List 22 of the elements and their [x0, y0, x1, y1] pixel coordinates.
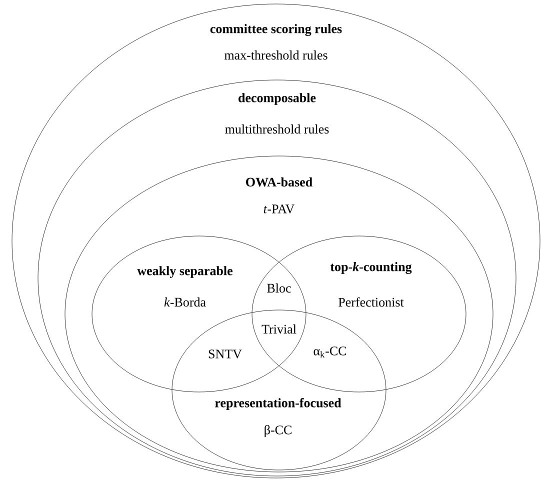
set-title: OWA-based [246, 177, 312, 187]
set-ellipse [12, 4, 540, 478]
rule-name: Perfectionist [338, 297, 404, 307]
rule-name: multithreshold rules [225, 124, 329, 134]
set-title: representation-focused [215, 398, 342, 410]
set-ellipse [252, 236, 466, 392]
rule-name: k-Borda [164, 297, 206, 307]
set-ellipse [38, 80, 516, 476]
rule-name: Trivial [262, 324, 296, 334]
set-title: top-k-counting [330, 262, 412, 274]
rule-name: max-threshold rules [224, 50, 328, 60]
rule-name: β-CC [264, 425, 292, 437]
rule-name: Bloc [267, 283, 291, 293]
set-title: weakly separable [137, 266, 232, 278]
set-title: committee scoring rules [210, 24, 342, 36]
set-ellipse [92, 236, 306, 392]
set-ellipse [64, 156, 494, 472]
rule-name: SNTV [208, 350, 242, 358]
rule-name: t-PAV [264, 204, 295, 214]
set-title: decomposable [238, 93, 316, 105]
set-ellipse [172, 310, 386, 470]
rule-name: α$_{k}$-CC [314, 346, 346, 358]
